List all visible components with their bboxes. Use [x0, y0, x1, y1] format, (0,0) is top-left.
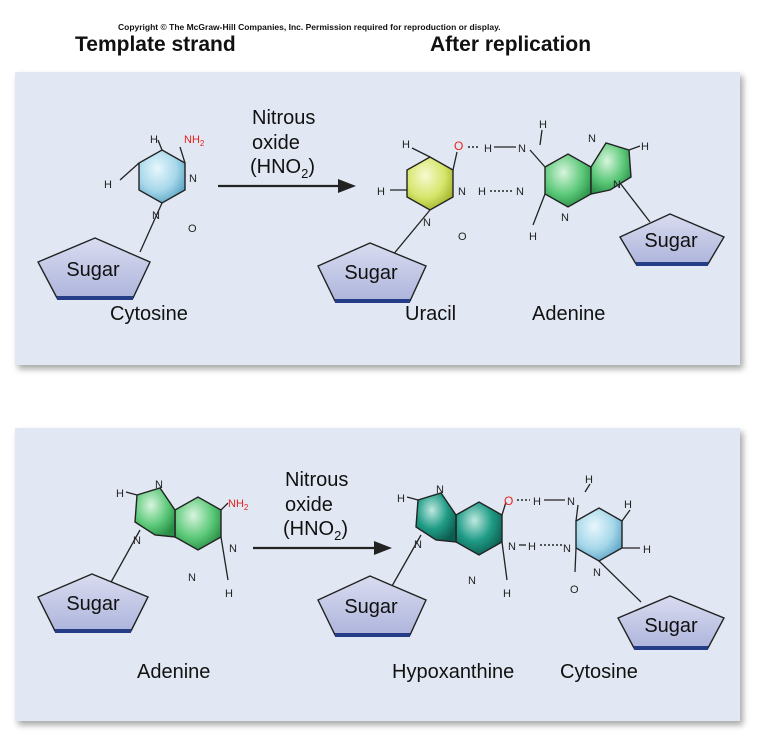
svg-text:N: N [436, 484, 444, 496]
reagent-line3: (HNO2) [250, 156, 315, 181]
uracil-product-molecule: H H O N H N O [377, 139, 486, 257]
reagent-line2: oxide [252, 132, 300, 154]
sugar-label: Sugar [66, 259, 120, 281]
svg-text:H: H [225, 588, 233, 600]
svg-text:H: H [478, 186, 486, 198]
svg-text:N: N [563, 543, 571, 555]
svg-text:N: N [229, 543, 237, 555]
hydrogen-bonds: H [468, 143, 516, 192]
svg-text:H: H [533, 496, 541, 508]
carbonyl-oxygen: O [454, 139, 463, 153]
svg-text:H: H [643, 544, 651, 556]
sugar-label: Sugar [344, 262, 398, 284]
label-cytosine-partner: Cytosine [560, 661, 638, 683]
svg-text:H: H [484, 143, 492, 155]
svg-text:N: N [414, 539, 422, 551]
svg-text:N: N [189, 173, 197, 185]
sugar-label: Sugar [644, 615, 698, 637]
svg-text:H: H [539, 119, 547, 131]
sugar-label: Sugar [344, 596, 398, 618]
header-after-replication: After replication [430, 33, 592, 56]
cytosine-partner-molecule: N H H H N N O [563, 474, 651, 603]
svg-text:O: O [458, 231, 467, 243]
svg-text:N: N [516, 186, 524, 198]
sugar-pentagon: Sugar [37, 573, 149, 633]
svg-text:O: O [188, 223, 197, 235]
atom-h: H [150, 134, 158, 146]
svg-text:N: N [468, 575, 476, 587]
cytosine-template-molecule: H H NH2 N N O [104, 134, 205, 253]
reaction-arrow [253, 541, 392, 555]
sugar-pentagon: Sugar [317, 575, 427, 637]
hypoxanthine-product-molecule: N H O N N N H [391, 484, 516, 600]
reaction-arrow [218, 179, 356, 193]
svg-text:N: N [133, 535, 141, 547]
amino-group-label: NH2 [184, 134, 205, 148]
sugar-pentagon: Sugar [619, 213, 726, 266]
sugar-pentagon: Sugar [617, 595, 725, 650]
svg-text:H: H [624, 499, 632, 511]
label-cytosine-template: Cytosine [110, 303, 188, 325]
amino-group-label: NH2 [228, 498, 249, 512]
svg-text:H: H [585, 474, 593, 486]
svg-text:N: N [155, 479, 163, 491]
label-adenine-template: Adenine [137, 661, 211, 683]
label-adenine-partner: Adenine [532, 303, 606, 325]
sugar-label: Sugar [66, 593, 120, 615]
svg-text:N: N [567, 496, 575, 508]
panel-cytosine-deamination [15, 72, 740, 365]
svg-text:H: H [116, 488, 124, 500]
svg-text:H: H [641, 141, 649, 153]
svg-text:N: N [508, 541, 516, 553]
carbonyl-oxygen: O [504, 494, 513, 508]
panel-adenine-deamination [15, 428, 740, 721]
svg-text:N: N [152, 210, 160, 222]
svg-text:H: H [397, 493, 405, 505]
svg-text:N: N [588, 133, 596, 145]
svg-text:N: N [613, 179, 621, 191]
sugar-label: Sugar [644, 230, 698, 252]
reagent-line1: Nitrous [285, 469, 348, 491]
sugar-pentagon: Sugar [37, 237, 151, 300]
reagent-line2: oxide [285, 494, 333, 516]
svg-text:O: O [570, 584, 579, 596]
reagent-line3: (HNO2) [283, 518, 348, 543]
label-uracil: Uracil [405, 303, 457, 325]
sugar-pentagon: Sugar [317, 242, 427, 303]
hydrogen-bonds: H H [517, 496, 565, 553]
svg-text:H: H [377, 186, 385, 198]
svg-text:N: N [188, 572, 196, 584]
svg-text:N: N [593, 567, 601, 579]
svg-text:N: N [518, 143, 526, 155]
svg-text:H: H [503, 588, 511, 600]
adenine-partner-molecule: N H N N H N H N [516, 119, 651, 243]
label-hypoxanthine: Hypoxanthine [392, 661, 515, 683]
svg-text:H: H [104, 179, 112, 191]
adenine-template-molecule: NH2 N H N N N H [109, 479, 249, 600]
svg-text:H: H [528, 541, 536, 553]
copyright-notice: Copyright © The McGraw-Hill Companies, I… [118, 22, 501, 32]
svg-text:N: N [561, 212, 569, 224]
svg-text:N: N [458, 186, 466, 198]
header-template-strand: Template strand [75, 33, 236, 56]
svg-text:H: H [529, 231, 537, 243]
svg-text:H: H [402, 139, 410, 151]
svg-text:N: N [423, 217, 431, 229]
reagent-line1: Nitrous [252, 107, 315, 129]
